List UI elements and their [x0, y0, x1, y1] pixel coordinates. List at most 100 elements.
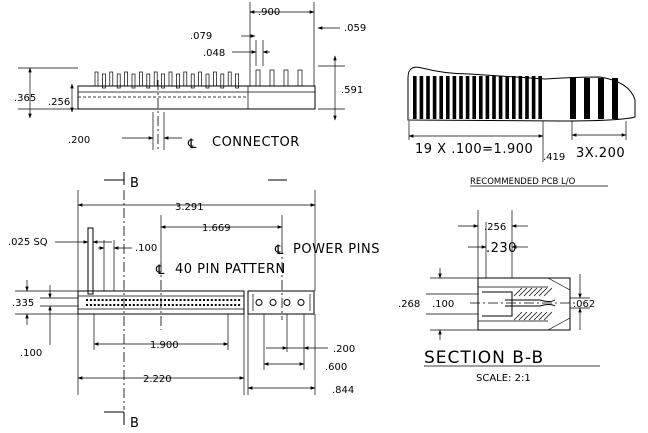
plan-pin [109, 299, 112, 301]
plan-pin [164, 304, 166, 306]
plan-pin [136, 299, 139, 301]
plan-pin [125, 299, 127, 301]
dim-844: .844 [332, 385, 354, 396]
top-pin [109, 71, 114, 87]
hatch-line [543, 287, 553, 297]
top-pin [94, 71, 99, 87]
section-title: SECTION B-B [424, 348, 544, 368]
dim-591: .591 [341, 85, 363, 96]
plan-pin [171, 299, 174, 301]
dim-079: .079 [190, 31, 212, 42]
pcb-pad [531, 76, 536, 119]
pcb-power-pad [570, 78, 576, 119]
hatch-line [533, 311, 543, 321]
plan-pin [109, 304, 112, 306]
plan-power-pin [255, 299, 263, 306]
top-pin [139, 71, 143, 87]
top-pin [205, 73, 210, 89]
dim-025-sq: .025 SQ [8, 237, 48, 248]
plan-pin [214, 304, 217, 306]
pcb-pad [419, 76, 424, 119]
plan-pin [132, 299, 135, 301]
dim-048: .048 [203, 48, 225, 59]
plan-pin [230, 304, 233, 306]
power-pins-label: POWER PINS [293, 242, 380, 257]
plan-pin [238, 304, 241, 306]
plan-pin [89, 299, 92, 301]
dim-268-section: .268 [398, 299, 420, 310]
plan-pin [140, 304, 143, 306]
power-centerline-symbol: ℄ [274, 243, 284, 258]
top-pin [102, 73, 106, 89]
hatch-line [513, 311, 523, 321]
top-pin [153, 71, 158, 87]
hatch-line [538, 311, 548, 321]
pcb-power-pad [598, 78, 604, 119]
hatch-line [538, 287, 548, 297]
dim-200-plan: .200 [333, 344, 355, 355]
pcb-pad [452, 76, 457, 119]
plan-pin [167, 299, 170, 301]
plan-pin [195, 304, 198, 306]
plan-pin [203, 299, 205, 301]
plan-pin [128, 304, 131, 306]
plan-pin [86, 299, 88, 301]
plan-signal-body [77, 290, 245, 315]
connector-label: CONNECTOR [212, 135, 300, 150]
dim-900: .900 [258, 7, 280, 18]
plan-pin [121, 299, 124, 301]
pcb-pad [505, 76, 509, 119]
pcb-pitch-label: 19 X .100=1.900 [415, 142, 533, 157]
plan-pin [89, 304, 92, 306]
top-pin [168, 71, 173, 87]
top-pin [116, 73, 121, 89]
top-pin [220, 73, 225, 89]
plan-pin [117, 299, 120, 301]
plan-pin [101, 299, 104, 301]
section-hatch [513, 287, 553, 321]
section-cavity [482, 291, 513, 317]
plan-pin [191, 304, 194, 306]
dim-230-section: .230 [486, 241, 517, 256]
section-b-b-view: .256 .230 .268 .100 .062 SECTION B-B SCA… [398, 210, 600, 384]
top-pin [146, 73, 151, 89]
hatch-line [523, 287, 533, 297]
plan-pin [175, 304, 178, 306]
top-power-pin [269, 69, 275, 87]
hatch-line [523, 311, 533, 321]
plan-pin [210, 299, 213, 301]
plan-pin [214, 299, 217, 301]
pcb-pad [446, 76, 450, 119]
top-pin [213, 71, 217, 87]
signal-pins-top [94, 71, 239, 89]
hatch-line [528, 311, 538, 321]
plan-pin [226, 304, 229, 306]
plan-pin [203, 304, 205, 306]
pcb-pad [439, 76, 443, 119]
plan-pin [97, 304, 100, 306]
dim-1900: 1.900 [150, 340, 179, 351]
plan-pin [187, 299, 190, 301]
dim-100-section: .100 [432, 299, 454, 310]
plan-pin [206, 299, 209, 301]
plan-power-body [247, 290, 315, 315]
plan-pin [144, 299, 147, 301]
plan-pin [167, 304, 170, 306]
section-marker-bottom: B [130, 416, 139, 431]
top-pin [198, 71, 202, 87]
dim-256-section: .256 [484, 222, 506, 233]
plan-pin [117, 304, 120, 306]
plan-pin [230, 299, 233, 301]
section-scale: SCALE: 2:1 [476, 373, 531, 384]
plan-pin [148, 304, 151, 306]
plan-pin [152, 304, 155, 306]
dim-100-upper: .100 [135, 243, 157, 254]
top-pin [183, 71, 188, 87]
plan-pin [210, 304, 213, 306]
pcb-pad [426, 76, 430, 119]
plan-pin [195, 299, 198, 301]
plan-pin [156, 304, 159, 306]
plan-pin [222, 299, 225, 301]
plan-pin [191, 299, 194, 301]
pcb-power-pitch: 3X.200 [576, 146, 625, 161]
